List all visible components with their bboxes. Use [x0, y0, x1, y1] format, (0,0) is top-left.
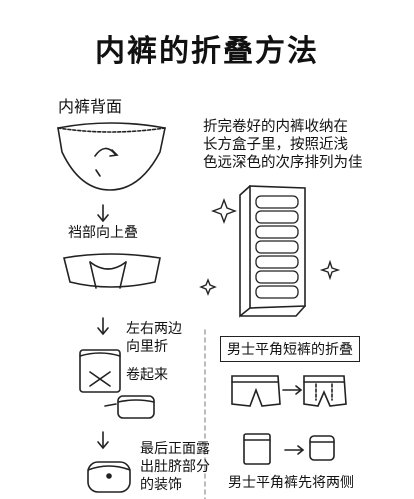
- step-side-fold: 左右两边 向里折: [126, 321, 182, 355]
- arrow-right-icon: [282, 385, 303, 395]
- page-title: 内裤的折叠方法: [95, 34, 319, 69]
- boxers-folded-icon: [303, 375, 347, 407]
- boxers-icon: [231, 375, 281, 407]
- step-final: 最后正面露 出肚脐部分 的装饰: [140, 441, 210, 493]
- underwear-final-roll-icon: [87, 461, 131, 493]
- arrow-down-icon: [97, 204, 109, 450]
- step-crotch-fold: 裆部向上叠: [68, 225, 138, 241]
- underwear-folded-up-icon: [63, 253, 161, 289]
- storage-box-icon: [239, 185, 306, 318]
- storage-note: 折完卷好的内裤收纳在 长方盒子里，按照近浅 色远深色的次序排列为佳: [203, 119, 363, 171]
- boxers-section-title: 男士平角短裤的折叠: [220, 336, 360, 362]
- underwear-side-folded-icon: [79, 349, 121, 393]
- boxers-rolled-icon: [309, 435, 335, 461]
- boxers-folded-rect-icon: [243, 433, 271, 465]
- step-roll: 卷起来: [126, 367, 168, 383]
- sparkle-icon: [199, 198, 341, 296]
- boxers-note: 男士平角裤先将两侧: [228, 475, 354, 491]
- back-view-heading: 内裤背面: [58, 97, 123, 116]
- arrow-right-icon: [284, 445, 305, 455]
- underwear-rolled-icon: [104, 395, 155, 419]
- underwear-back-icon: [57, 122, 166, 191]
